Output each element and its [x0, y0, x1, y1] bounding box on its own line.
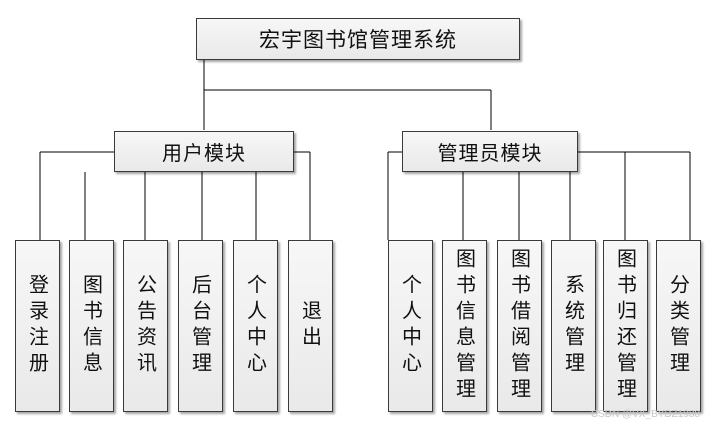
user-leaf-book-info: 图书信息: [69, 240, 114, 412]
user-leaf-label: 公告资讯: [133, 274, 158, 378]
admin-module-label: 管理员模块: [437, 141, 543, 165]
user-leaf-personal-center: 个人中心: [233, 240, 278, 412]
admin-leaf-return-mgmt: 图书归还管理: [603, 240, 648, 412]
admin-leaf-label: 图书借阅管理: [507, 248, 532, 404]
admin-leaf-personal-center: 个人中心: [388, 240, 433, 412]
user-leaf-label: 图书信息: [79, 274, 104, 378]
admin-leaf-label: 系统管理: [561, 274, 586, 378]
user-leaf-logout: 退出: [288, 240, 333, 412]
admin-module-node: 管理员模块: [402, 131, 578, 172]
user-leaf-label: 登录注册: [25, 274, 50, 378]
admin-leaf-borrow-mgmt: 图书借阅管理: [497, 240, 542, 412]
admin-leaf-label: 图书归还管理: [613, 248, 638, 404]
root-node: 宏宇图书馆管理系统: [196, 18, 520, 60]
watermark-text: CSDN @VX_BYDZ1988: [590, 409, 700, 420]
admin-leaf-category-mgmt: 分类管理: [656, 240, 701, 412]
admin-leaf-label: 图书信息管理: [452, 248, 477, 404]
user-module-node: 用户模块: [114, 131, 294, 172]
admin-leaf-system-mgmt: 系统管理: [551, 240, 596, 412]
user-module-label: 用户模块: [162, 141, 246, 165]
user-leaf-label: 个人中心: [243, 274, 268, 378]
user-leaf-backend: 后台管理: [178, 240, 223, 412]
admin-leaf-label: 分类管理: [666, 274, 691, 378]
user-leaf-label: 退出: [298, 300, 323, 352]
user-leaf-label: 后台管理: [188, 274, 213, 378]
admin-leaf-label: 个人中心: [398, 274, 423, 378]
root-title: 宏宇图书馆管理系统: [259, 28, 457, 52]
user-leaf-announcements: 公告资讯: [123, 240, 168, 412]
user-leaf-register: 登录注册: [15, 240, 60, 412]
admin-leaf-book-info-mgmt: 图书信息管理: [442, 240, 487, 412]
